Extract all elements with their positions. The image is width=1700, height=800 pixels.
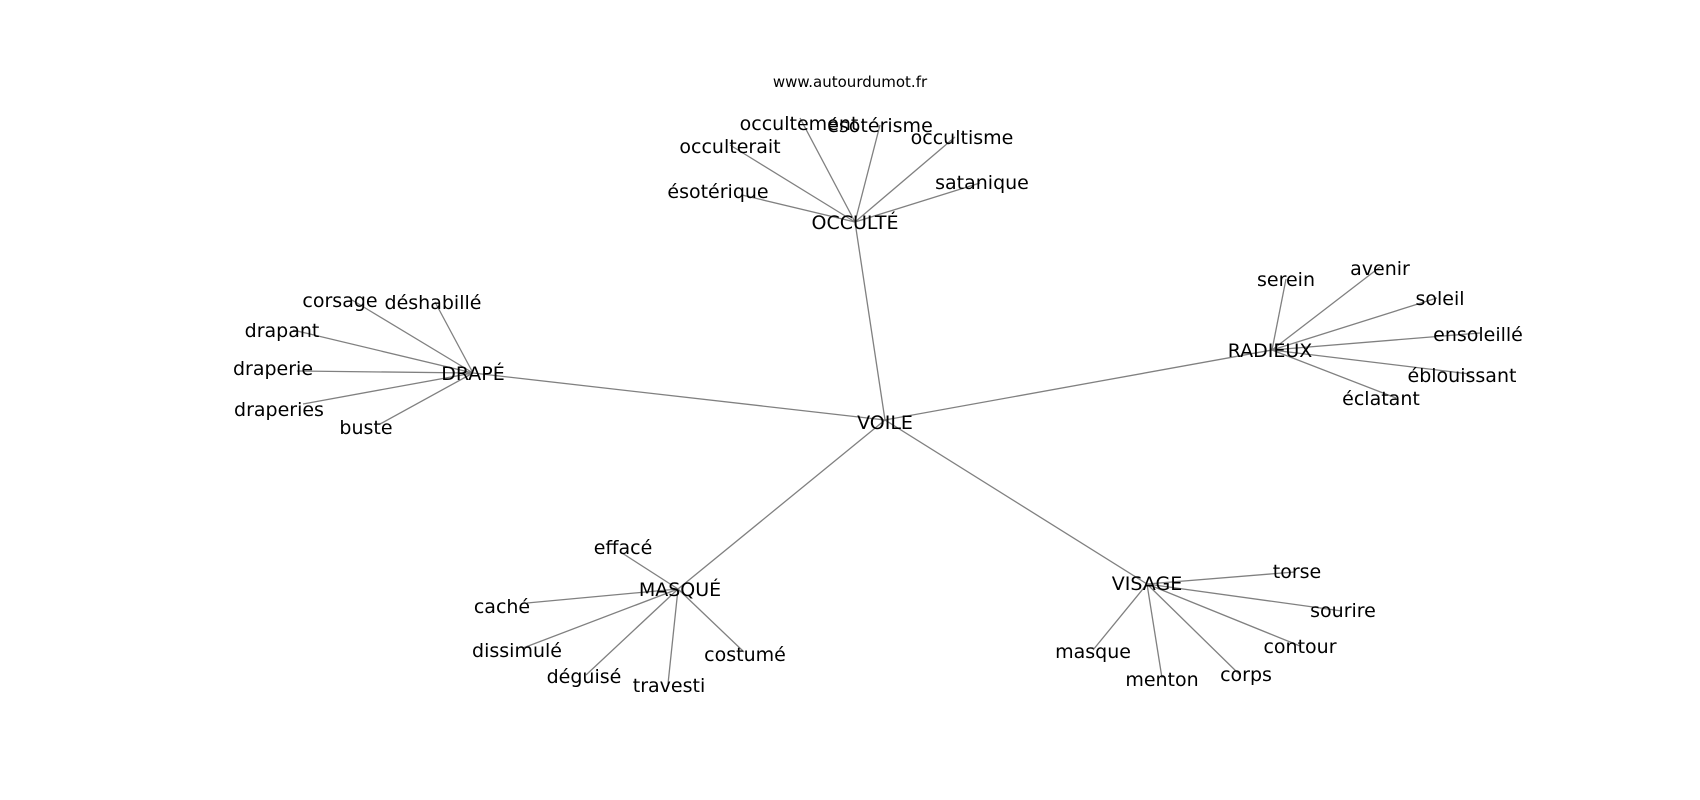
leaf-node-label: buste	[339, 417, 392, 439]
leaf-node-label: ensoleillé	[1433, 324, 1523, 346]
leaf-node-label: avenir	[1350, 258, 1410, 280]
leaf-edge	[1271, 349, 1397, 399]
leaf-edge	[741, 194, 856, 223]
leaf-node-label: occultisme	[911, 127, 1014, 149]
leaf-edge	[302, 372, 474, 405]
hub-node-label: VISAGE	[1112, 573, 1182, 595]
leaf-edge	[1146, 583, 1163, 679]
leaf-edge	[1146, 583, 1343, 612]
leaf-edge	[434, 301, 474, 374]
leaf-node-label: satanique	[935, 172, 1029, 194]
leaf-node-label: costumé	[704, 644, 786, 666]
leaf-edge	[621, 552, 679, 590]
site-url: www.autourdumot.fr	[773, 73, 928, 91]
leaf-node-label: ésotérique	[667, 181, 768, 203]
leaf-node-label: éblouissant	[1408, 365, 1517, 387]
hub-node-label: MASQUÉ	[639, 578, 721, 601]
leaf-edge	[526, 588, 679, 604]
leaf-node-label: draperie	[233, 358, 313, 380]
leaf-node-label: caché	[474, 596, 530, 618]
leaf-edge	[854, 136, 956, 223]
leaf-node-label: draperies	[234, 399, 324, 421]
leaf-edge	[1271, 266, 1381, 351]
leaf-edge	[677, 588, 745, 653]
leaf-edge	[522, 588, 679, 649]
leaf-node-label: effacé	[594, 537, 653, 559]
leaf-edge	[799, 117, 856, 223]
center-node-label: VOILE	[857, 412, 913, 434]
leaf-node-label: contour	[1263, 636, 1336, 658]
leaf-node-label: corps	[1220, 664, 1272, 686]
leaf-node-label: torse	[1273, 561, 1321, 583]
center-edge	[854, 221, 886, 421]
hub-node-label: DRAPÉ	[441, 362, 505, 385]
leaf-node-label: occultement	[740, 113, 859, 135]
leaf-node-label: serein	[1257, 269, 1315, 291]
leaf-edge	[379, 372, 474, 425]
leaf-edge	[1271, 332, 1481, 351]
leaf-node-label: travesti	[633, 675, 705, 697]
graph-edges	[292, 117, 1481, 685]
leaf-edge	[1271, 278, 1287, 351]
leaf-node-label: ésotérisme	[827, 115, 933, 137]
leaf-edge	[1146, 571, 1296, 585]
hub-node-label: OCCULTÉ	[812, 211, 899, 234]
center-edge	[884, 419, 1148, 585]
leaf-node-label: drapant	[245, 320, 320, 342]
leaf-edge	[729, 144, 856, 223]
leaf-node-label: déshabillé	[385, 292, 482, 314]
leaf-node-label: occulterait	[679, 136, 780, 158]
leaf-node-label: déguisé	[547, 666, 622, 688]
leaf-node-label: corsage	[302, 290, 377, 312]
leaf-edge	[667, 588, 679, 685]
leaf-node-label: masque	[1055, 641, 1131, 663]
leaf-node-label: soleil	[1415, 288, 1464, 310]
leaf-edge	[292, 329, 474, 374]
leaf-node-label: éclatant	[1342, 388, 1420, 410]
leaf-edge	[296, 370, 474, 374]
center-edge	[884, 349, 1273, 421]
leaf-edge	[1146, 583, 1301, 647]
leaf-edge	[1092, 583, 1148, 651]
leaf-node-label: menton	[1125, 669, 1198, 691]
center-edge	[677, 419, 886, 590]
center-edge	[472, 372, 886, 421]
leaf-edge	[1271, 349, 1471, 375]
hub-node-label: RADIEUX	[1228, 340, 1313, 362]
leaf-edge	[854, 124, 881, 223]
leaf-edge	[854, 182, 981, 223]
leaf-edge	[585, 588, 679, 676]
leaf-edge	[1146, 583, 1241, 676]
leaf-node-label: sourire	[1310, 600, 1376, 622]
leaf-edge	[1271, 297, 1438, 351]
leaf-edge	[351, 299, 474, 374]
leaf-node-label: dissimulé	[472, 640, 562, 662]
graph-labels: www.autourdumot.fr VOILE OCCULTÉ occultem…	[233, 73, 1523, 697]
